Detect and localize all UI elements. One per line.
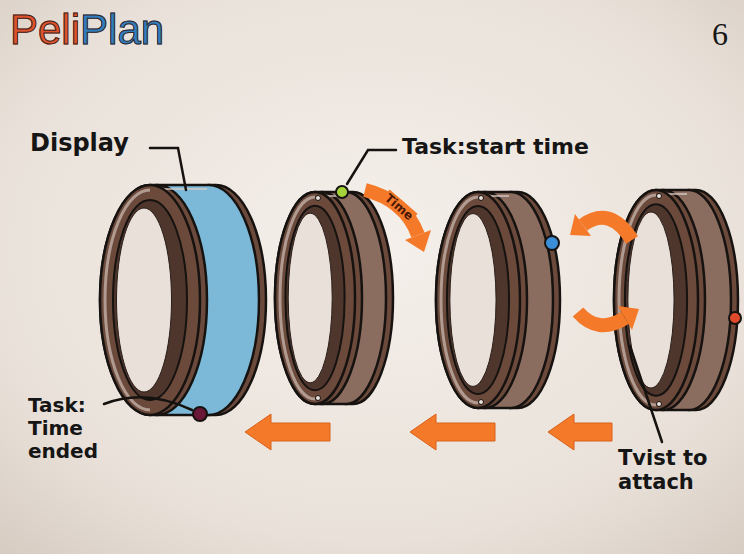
leader-line — [347, 150, 396, 184]
part-label: Display — [30, 130, 129, 158]
ring-hole-through — [117, 208, 172, 392]
ring-band — [275, 192, 362, 404]
time-arrow-head — [405, 230, 431, 252]
ring-band — [100, 185, 207, 415]
task-dot — [545, 236, 559, 250]
screw — [316, 196, 321, 201]
display-ring — [100, 185, 266, 415]
leader-line — [104, 397, 192, 410]
ring-hole — [447, 206, 509, 394]
ring-hole — [113, 200, 187, 400]
twist-arrow — [583, 218, 632, 240]
part-label: Task:start time — [402, 134, 589, 159]
ring-face — [436, 192, 520, 408]
time-arrow — [365, 190, 418, 235]
twist-arrow-head — [570, 214, 591, 236]
screw — [479, 196, 484, 201]
arrow-label: Time — [380, 190, 417, 225]
part-label: Task: Time ended — [28, 394, 108, 463]
task-dot — [193, 407, 207, 421]
screw — [316, 396, 321, 401]
sequence-arrow — [410, 414, 495, 450]
screw — [479, 400, 484, 405]
sequence-arrow — [548, 414, 612, 450]
ring-hole-through — [288, 213, 332, 383]
leader-line — [630, 346, 662, 442]
instruction-label: Tvist to attach — [618, 446, 738, 494]
ring-hole-through — [450, 214, 496, 387]
task-ring — [275, 192, 393, 404]
task-ring — [436, 192, 560, 408]
sequence-arrow — [245, 414, 330, 450]
ring-face — [100, 185, 200, 415]
task-dot — [336, 186, 348, 198]
leader-line — [150, 148, 186, 190]
page-number: 6 — [712, 16, 728, 53]
ring-band — [436, 192, 527, 408]
screw — [657, 402, 662, 407]
ring-face — [275, 192, 355, 404]
task-dot — [729, 312, 741, 324]
ring-hole — [285, 206, 344, 390]
twist-arrow-head — [618, 306, 639, 330]
screw — [657, 194, 662, 199]
twist-arrow — [578, 312, 625, 325]
title: PeliPlan — [10, 6, 164, 54]
task-ring — [614, 190, 738, 410]
